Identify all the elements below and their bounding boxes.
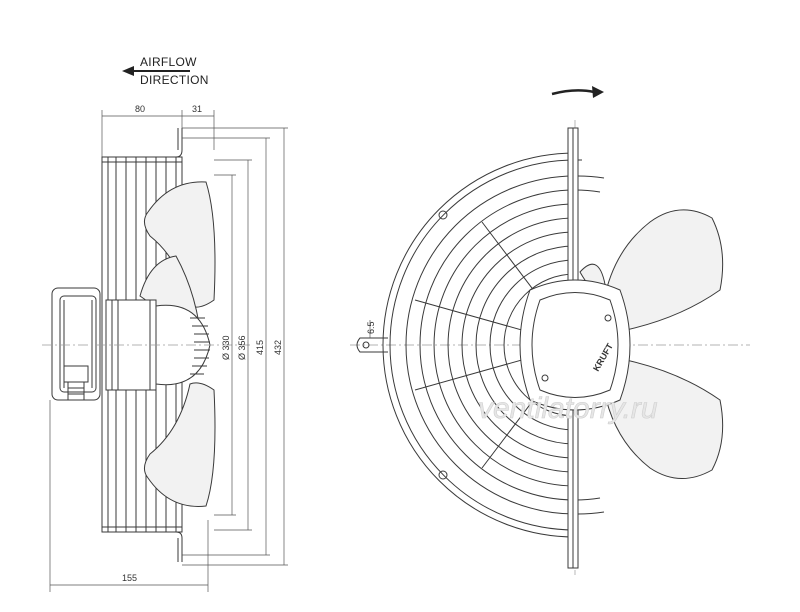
top-dimensions bbox=[101, 110, 215, 158]
watermark-text: ventilatorry.ru bbox=[478, 392, 658, 425]
dimension-415: 415 bbox=[255, 340, 265, 355]
arrow-left-icon bbox=[122, 66, 190, 76]
dimension-80: 80 bbox=[135, 104, 145, 114]
dimension-diameter-356: Ø 356 bbox=[237, 335, 247, 360]
curved-arrow-right-icon bbox=[551, 86, 604, 98]
front-view: KRUFT 6.5 bbox=[350, 86, 750, 575]
dimension-432: 432 bbox=[273, 340, 283, 355]
diameter-dimensions bbox=[182, 127, 288, 566]
airflow-label-line1: AIRFLOW bbox=[140, 55, 197, 69]
airflow-label-line2: DIRECTION bbox=[140, 73, 209, 87]
side-view: AIRFLOW DIRECTION 80 31 155 bbox=[42, 55, 288, 592]
dimension-155: 155 bbox=[122, 573, 137, 583]
dimension-diameter-330: Ø 330 bbox=[221, 335, 231, 360]
front-blades bbox=[579, 209, 724, 479]
bottom-dimension bbox=[49, 400, 209, 592]
front-hub: KRUFT bbox=[519, 279, 631, 411]
dimension-6-5: 6.5 bbox=[366, 321, 376, 334]
dimension-31: 31 bbox=[192, 104, 202, 114]
airflow-direction-label: AIRFLOW DIRECTION bbox=[122, 55, 209, 87]
